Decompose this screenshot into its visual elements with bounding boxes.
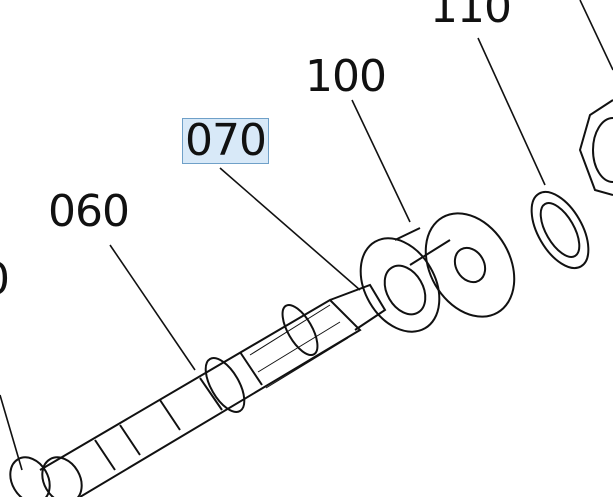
collar-100 (359, 212, 516, 333)
part-label-100[interactable]: 100 (305, 51, 387, 102)
part-label-070-highlighted[interactable]: 070 (182, 118, 269, 164)
shaft-060 (39, 283, 387, 497)
washer-110 (530, 191, 590, 269)
washer-left (9, 456, 51, 497)
nut-right (578, 99, 613, 196)
part-label-060[interactable]: 060 (48, 186, 130, 237)
leader-lines (0, 0, 613, 471)
part-label-050-partial[interactable]: 0 (0, 258, 10, 302)
part-label-110[interactable]: 110 (430, 0, 512, 33)
